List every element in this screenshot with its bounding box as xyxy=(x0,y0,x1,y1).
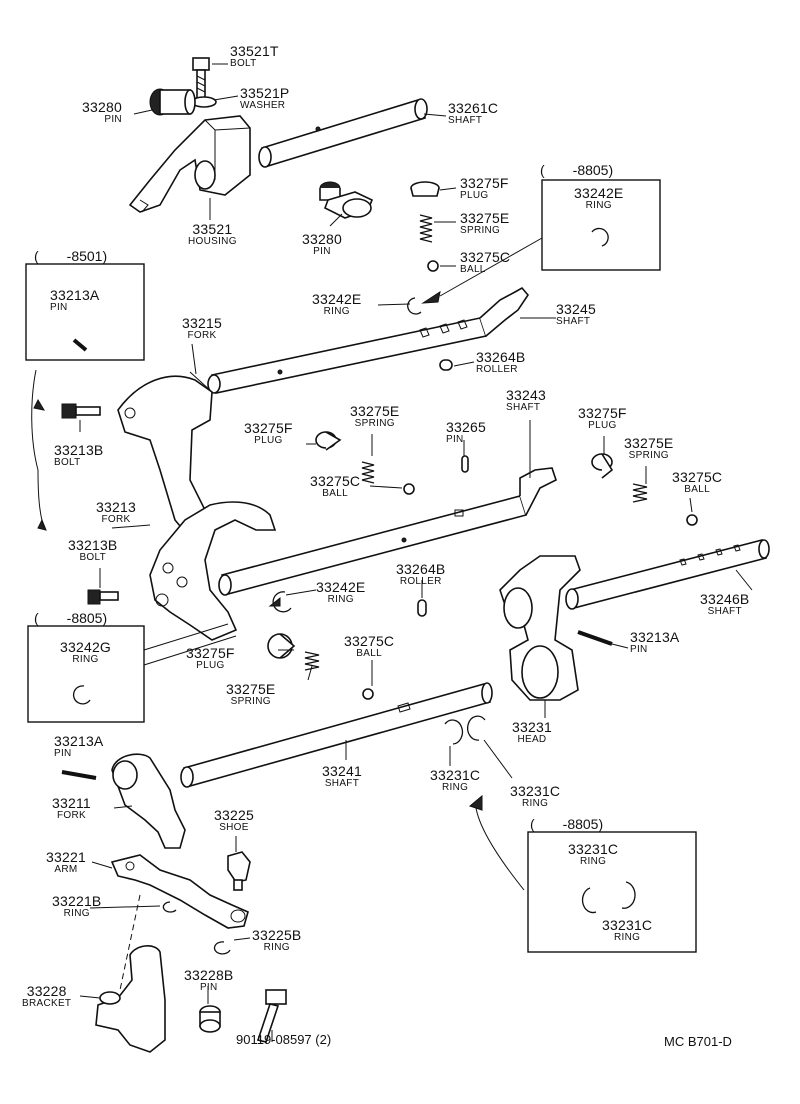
bracket-33228-shape xyxy=(95,945,166,1053)
box-8805-c xyxy=(527,831,697,953)
note-8805-c: ( -8805) xyxy=(530,816,604,832)
bolt-33521t-shape xyxy=(192,57,210,99)
shaft-33245-shape xyxy=(207,286,530,394)
note-8805-b: ( -8805) xyxy=(34,610,108,626)
fork-33215-shape xyxy=(117,371,217,547)
pin-33280-top-shape xyxy=(149,88,196,116)
box-8501 xyxy=(25,263,145,361)
plug-33275f-right-shape xyxy=(591,453,614,479)
fork-33211-shape xyxy=(111,753,186,849)
box-8805-a xyxy=(541,179,661,271)
shaft-33241-shape xyxy=(180,682,493,788)
shaft-33261c-shape xyxy=(258,98,428,168)
bolt-33213b-top-shape xyxy=(61,403,101,419)
box-8805-b xyxy=(27,625,145,723)
head-33231-shape xyxy=(499,555,581,701)
shaft-33243-shape xyxy=(218,467,557,596)
pin-33228b-shape xyxy=(199,1005,221,1033)
note-8501: ( -8501) xyxy=(34,248,108,264)
ball-33275c-top-shape xyxy=(427,260,439,272)
shoe-33225-shape xyxy=(227,851,251,891)
arm-33221-shape xyxy=(110,854,249,929)
shaft-33246b-shape xyxy=(565,539,770,610)
note-8805-a: ( -8805) xyxy=(540,162,614,178)
spring-33275e-top-shape xyxy=(419,214,433,243)
housing-33521-shape xyxy=(128,115,251,213)
pin-33265-shape xyxy=(461,455,469,473)
roller-33264b-top-shape xyxy=(439,359,453,371)
ring-33242e-shape xyxy=(407,297,422,315)
plug-33275f-mid-shape xyxy=(315,431,342,451)
leader-lines xyxy=(79,63,753,1042)
fork-33213-shape xyxy=(149,501,277,641)
bolt-90119-shape xyxy=(256,989,287,1043)
plug-33275f-bottom-shape xyxy=(267,633,296,659)
bolt-33213b-bottom-shape xyxy=(87,589,119,605)
reference-code: MC B701-D xyxy=(664,1034,732,1049)
pin-33280-mid-shape xyxy=(319,181,374,219)
plug-33275f-top-shape xyxy=(410,181,440,197)
label-90119: 90119-08597 (2) xyxy=(236,1032,332,1047)
